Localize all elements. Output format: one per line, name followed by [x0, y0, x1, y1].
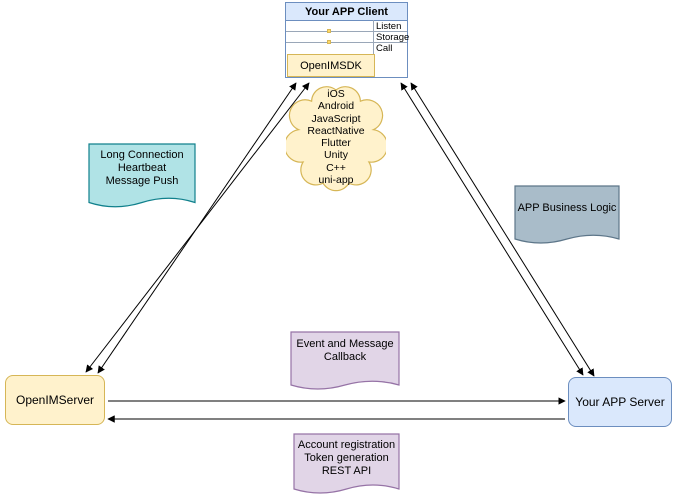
note-line: Long Connection	[100, 149, 184, 161]
platform-item: ReactNative	[307, 124, 365, 137]
note-line: APP Business Logic	[517, 202, 617, 214]
note-line: Heartbeat	[117, 162, 167, 174]
client-row-storage: Storage	[376, 32, 410, 43]
app-server-label: Your APP Server	[575, 395, 665, 409]
openimsdk-box: OpenIMSDK	[287, 54, 375, 77]
arrow-openimserver-client-1	[85, 82, 310, 373]
platform-item: JavaScript	[311, 112, 361, 125]
note-line: REST API	[321, 465, 372, 477]
client-row-listen: Listen	[376, 21, 402, 32]
platform-item: Unity	[324, 149, 348, 162]
note-line: Token generation	[304, 452, 389, 464]
note-line: Callback	[323, 351, 367, 363]
app-server-node: Your APP Server	[568, 377, 672, 427]
client-row-line	[286, 42, 407, 43]
openimserver-node: OpenIMServer	[5, 375, 105, 425]
platform-item: uni-app	[318, 174, 354, 187]
note-business-logic: APP Business Logic	[514, 202, 620, 215]
note-line: Event and Message	[296, 338, 394, 350]
note-shape-event-callback	[290, 331, 400, 390]
openimserver-label: OpenIMServer	[15, 393, 95, 407]
platform-item: iOS	[327, 88, 345, 100]
connector-dot	[327, 29, 331, 33]
note-long-connection: Long Connection Heartbeat Message Push	[88, 149, 196, 188]
note-line: Message Push	[105, 175, 179, 187]
note-line: Account registration	[297, 439, 396, 451]
arrow-openimserver-client-2	[97, 82, 297, 374]
openimsdk-label: OpenIMSDK	[300, 59, 362, 72]
client-row-call: Call	[376, 43, 393, 54]
platform-item: Android	[317, 100, 355, 113]
connector-dot	[327, 40, 331, 44]
note-event-callback: Event and Message Callback	[290, 338, 400, 364]
note-shape-rest-api	[293, 433, 400, 494]
client-title: Your APP Client	[286, 3, 407, 21]
platform-list: iOS Android JavaScript ReactNative Flutt…	[282, 88, 390, 186]
platform-item: C++	[326, 161, 346, 174]
note-shape-business-logic	[514, 185, 620, 244]
note-rest-api: Account registration Token generation RE…	[293, 439, 400, 478]
client-column-divider	[373, 20, 374, 55]
client-box: Your APP Client Listen Storage Call Open…	[285, 2, 410, 78]
platform-item: Flutter	[321, 137, 351, 150]
client-row-line	[286, 31, 407, 32]
